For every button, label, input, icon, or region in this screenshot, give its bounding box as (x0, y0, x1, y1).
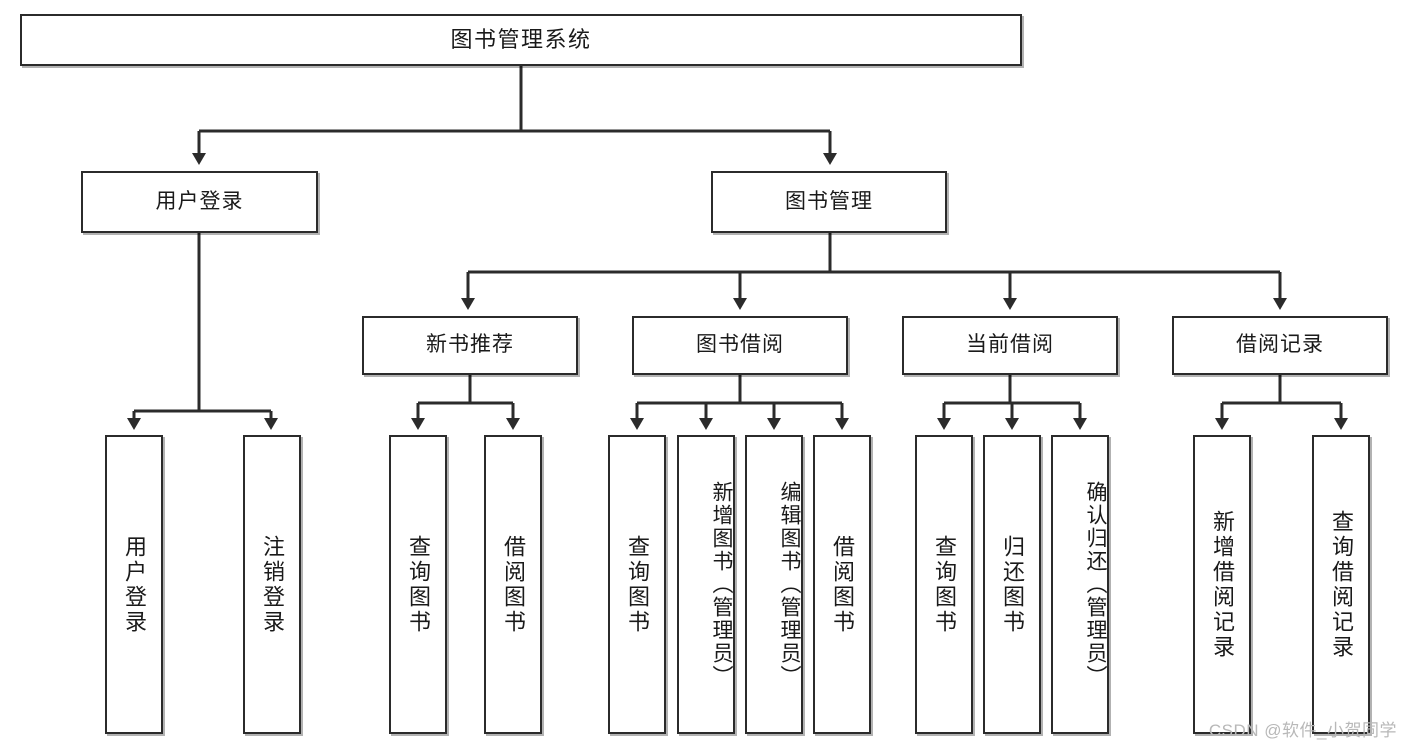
leaf-query-book-3-label: 查询图书 (931, 534, 957, 635)
leaf-confirm-return[interactable]: 确认归还（管理员） (1051, 435, 1109, 734)
node-book-borrow-label: 图书借阅 (696, 333, 784, 357)
csdn-watermark: CSDN @软件_小贺同学 (1208, 721, 1397, 740)
node-book-borrow[interactable]: 图书借阅 (632, 316, 848, 375)
leaf-query-book-2-label: 查询图书 (624, 534, 650, 635)
leaf-return-book[interactable]: 归还图书 (983, 435, 1041, 734)
leaf-user-login-label: 用户登录 (121, 534, 147, 635)
node-root[interactable]: 图书管理系统 (20, 14, 1022, 66)
node-user-login-label: 用户登录 (155, 189, 244, 213)
leaf-user-login[interactable]: 用户登录 (105, 435, 163, 734)
leaf-return-book-label: 归还图书 (999, 534, 1025, 635)
node-root-label: 图书管理系统 (450, 27, 592, 53)
leaf-add-book[interactable]: 新增图书（管理员） (677, 435, 735, 734)
leaf-query-book-1-label: 查询图书 (405, 534, 431, 635)
leaf-edit-book[interactable]: 编辑图书（管理员） (745, 435, 803, 734)
leaf-query-record-label: 查询借阅记录 (1328, 509, 1354, 660)
leaf-query-book-3[interactable]: 查询图书 (915, 435, 973, 734)
node-book-manage[interactable]: 图书管理 (711, 171, 947, 233)
leaf-edit-book-label: 编辑图书（管理员） (778, 481, 801, 688)
leaf-borrow-book-2-label: 借阅图书 (829, 534, 855, 635)
node-current-borrow-label: 当前借阅 (966, 333, 1054, 357)
leaf-borrow-book-2[interactable]: 借阅图书 (813, 435, 871, 734)
node-borrow-record[interactable]: 借阅记录 (1172, 316, 1388, 375)
leaf-query-record[interactable]: 查询借阅记录 (1312, 435, 1370, 734)
node-current-borrow[interactable]: 当前借阅 (902, 316, 1118, 375)
leaf-query-book-1[interactable]: 查询图书 (389, 435, 447, 734)
node-book-manage-label: 图书管理 (785, 189, 873, 213)
node-new-book-rec[interactable]: 新书推荐 (362, 316, 578, 375)
leaf-query-book-2[interactable]: 查询图书 (608, 435, 666, 734)
leaf-add-book-label: 新增图书（管理员） (710, 481, 733, 688)
leaf-confirm-return-label: 确认归还（管理员） (1084, 481, 1107, 688)
node-borrow-record-label: 借阅记录 (1236, 333, 1324, 357)
leaf-borrow-book-1-label: 借阅图书 (500, 534, 526, 635)
leaf-borrow-book-1[interactable]: 借阅图书 (484, 435, 542, 734)
node-new-book-rec-label: 新书推荐 (426, 333, 514, 357)
leaf-add-record[interactable]: 新增借阅记录 (1193, 435, 1251, 734)
leaf-logout[interactable]: 注销登录 (243, 435, 301, 734)
leaf-add-record-label: 新增借阅记录 (1209, 509, 1235, 660)
node-user-login[interactable]: 用户登录 (81, 171, 318, 233)
leaf-logout-label: 注销登录 (259, 534, 285, 635)
